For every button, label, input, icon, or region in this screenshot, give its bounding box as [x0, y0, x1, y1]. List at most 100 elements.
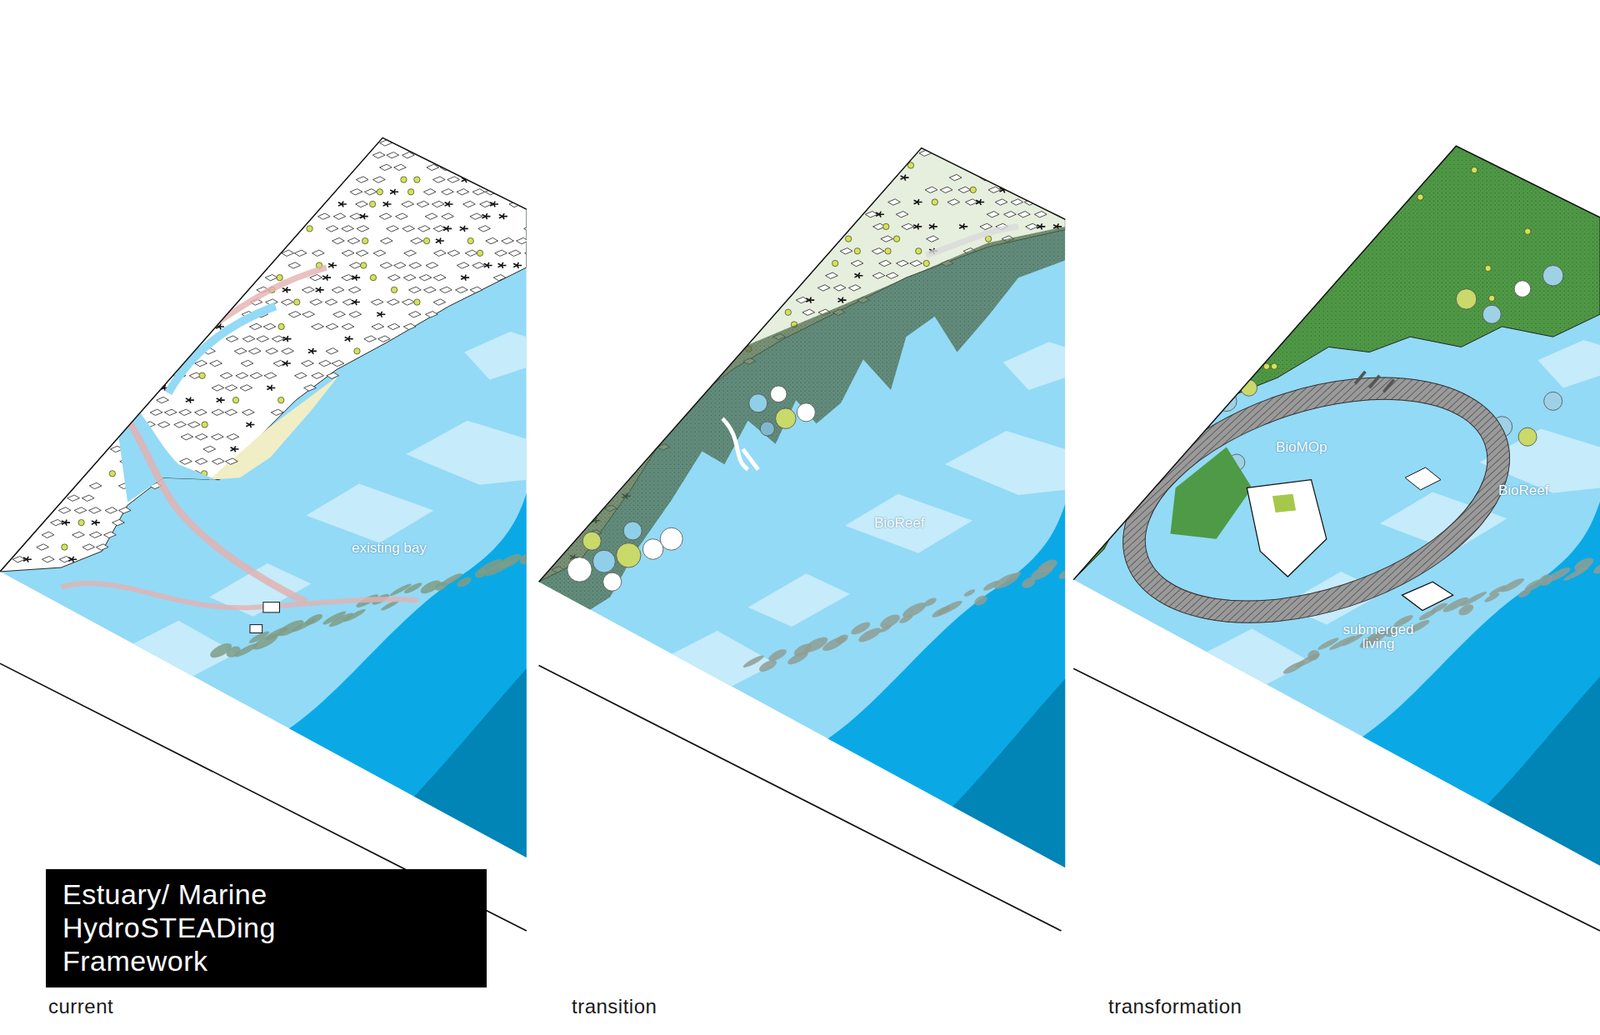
panel-content — [1073, 145, 1600, 876]
house — [1025, 223, 1039, 230]
palm-tree — [91, 520, 95, 523]
palm-tree — [439, 240, 441, 244]
house — [947, 199, 960, 205]
house — [349, 311, 362, 318]
house — [373, 250, 386, 256]
tree — [1485, 265, 1491, 271]
sand-shoal — [748, 573, 850, 627]
reef-patch — [303, 611, 324, 627]
palm-tree — [355, 299, 357, 302]
house — [925, 186, 938, 193]
house — [364, 335, 377, 342]
palm-tree — [841, 297, 844, 300]
panel-edge — [0, 137, 527, 572]
palm-tree — [465, 275, 467, 278]
sand-shoal — [305, 484, 434, 544]
mangrove — [539, 390, 626, 521]
house — [478, 225, 491, 232]
palm-tree — [386, 204, 389, 207]
tree — [1263, 363, 1270, 370]
deep-water — [387, 658, 536, 868]
palm-tree — [363, 216, 365, 220]
palm-tree — [465, 277, 467, 280]
tree — [1270, 363, 1277, 370]
palm-tree — [345, 336, 349, 339]
house — [180, 434, 194, 440]
land — [0, 137, 527, 572]
reef-patch — [766, 646, 789, 664]
house — [265, 274, 278, 280]
house — [36, 544, 50, 550]
house — [885, 272, 899, 279]
tree — [883, 223, 890, 230]
house — [304, 385, 317, 391]
palm-tree — [447, 228, 450, 231]
house — [58, 507, 71, 514]
palm-tree — [95, 520, 97, 523]
tree — [376, 189, 383, 195]
palm-tree — [331, 265, 334, 268]
palm-tree — [929, 225, 933, 227]
panel-edge — [539, 148, 1066, 583]
reef-patch — [342, 607, 367, 624]
house — [401, 299, 415, 305]
house — [333, 311, 346, 318]
reef-patch — [1591, 559, 1600, 577]
tree — [1471, 166, 1478, 173]
pool-circle — [1544, 391, 1563, 410]
house — [388, 274, 401, 280]
palm-tree — [1003, 190, 1005, 193]
palm-tree — [463, 225, 465, 229]
house — [980, 223, 993, 230]
tree — [915, 248, 922, 255]
palm-tree — [447, 225, 450, 229]
reef-patch — [1005, 570, 1022, 583]
boat-house — [263, 602, 280, 613]
house — [280, 299, 294, 305]
tree — [232, 396, 239, 403]
palm-tree — [435, 239, 440, 241]
house — [1405, 467, 1441, 490]
pool-circle — [582, 531, 601, 550]
house — [802, 309, 815, 315]
house — [425, 213, 438, 220]
house — [434, 250, 447, 256]
house — [387, 323, 400, 330]
tree — [278, 396, 285, 403]
palm-tree — [854, 274, 858, 276]
area-label: submerged living — [1336, 622, 1420, 651]
house — [104, 531, 117, 538]
tree — [199, 372, 205, 379]
palm-tree — [68, 557, 72, 560]
palm-tree — [338, 202, 342, 205]
palm-tree — [311, 350, 314, 354]
palm-tree — [443, 226, 447, 229]
stage-panel — [1073, 145, 1600, 876]
house — [105, 507, 118, 514]
palm-tree — [390, 190, 394, 192]
forest-stipple — [1073, 145, 1600, 580]
palm-tree — [932, 223, 935, 226]
area-label: BioReef — [1498, 482, 1549, 500]
palm-tree — [234, 445, 236, 449]
pier — [1383, 380, 1394, 393]
stage-label: transition — [571, 995, 657, 1019]
palm-tree — [975, 200, 980, 202]
palm-tree — [363, 213, 365, 216]
house — [840, 248, 853, 255]
house — [456, 189, 470, 195]
tree — [467, 237, 474, 244]
palm-tree — [1040, 223, 1043, 226]
house — [371, 323, 385, 330]
house — [157, 421, 170, 428]
house — [495, 250, 508, 256]
house — [988, 186, 1001, 193]
palm-tree — [72, 559, 75, 562]
pool-circle — [567, 557, 592, 582]
palm-tree — [448, 204, 450, 207]
house — [409, 262, 422, 269]
house — [273, 360, 286, 366]
palm-tree — [980, 202, 982, 205]
house — [112, 519, 125, 525]
tree — [407, 189, 414, 195]
